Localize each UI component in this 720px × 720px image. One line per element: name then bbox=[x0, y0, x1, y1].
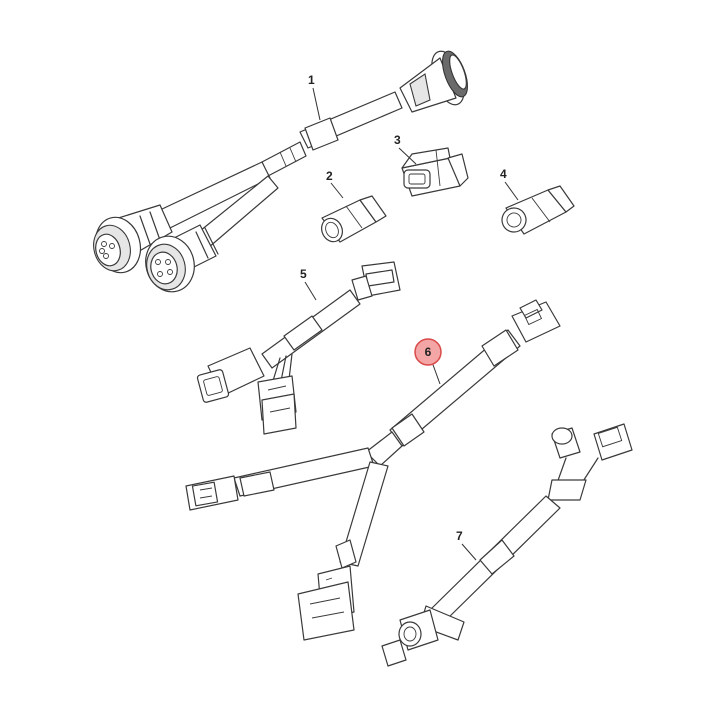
part-4-connector[interactable] bbox=[498, 185, 575, 236]
callout-2[interactable]: 2 bbox=[326, 169, 333, 183]
callout-label-4: 4 bbox=[500, 167, 507, 181]
callout-label-3: 3 bbox=[394, 133, 401, 147]
part-5-harness[interactable] bbox=[196, 261, 401, 435]
callout-3[interactable]: 3 bbox=[394, 133, 401, 147]
part-7-harness[interactable] bbox=[381, 423, 633, 667]
callout-1[interactable]: 1 bbox=[308, 73, 315, 87]
callout-label-2: 2 bbox=[326, 169, 333, 183]
part-6-y-harness[interactable] bbox=[185, 299, 561, 641]
callout-leaders bbox=[304, 87, 519, 561]
part-3-connector[interactable] bbox=[401, 147, 469, 197]
callout-label-1: 1 bbox=[308, 73, 315, 87]
round-connector-left bbox=[93, 204, 173, 274]
callout-label-5: 5 bbox=[300, 267, 307, 281]
callout-4[interactable]: 4 bbox=[500, 167, 507, 181]
round-connector-right bbox=[145, 224, 219, 293]
round-connector-large bbox=[399, 50, 468, 113]
callout-5[interactable]: 5 bbox=[300, 267, 307, 281]
callout-label-6: 6 bbox=[425, 345, 432, 359]
callout-7[interactable]: 7 bbox=[456, 529, 463, 543]
part-1-y-adapter-harness[interactable] bbox=[89, 47, 473, 297]
callout-highlight-circle bbox=[414, 338, 442, 366]
callout-label-7: 7 bbox=[456, 529, 463, 543]
part-2-connector[interactable] bbox=[318, 195, 387, 245]
callout-6-highlighted[interactable]: 6 bbox=[414, 338, 442, 366]
